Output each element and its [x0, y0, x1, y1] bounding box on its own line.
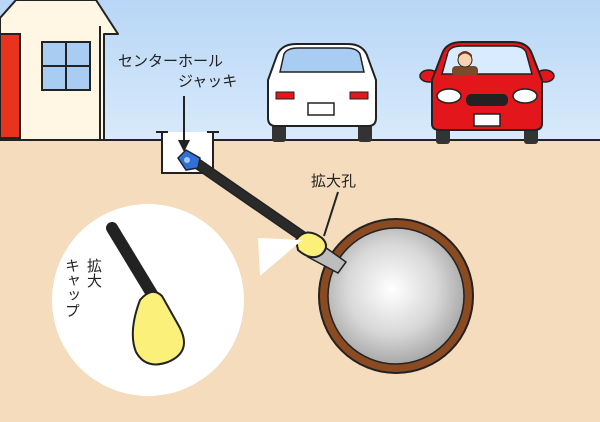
cap-label-line2: キャップ: [63, 258, 81, 318]
hole-leader-line: [323, 191, 339, 237]
driver-icon: [452, 51, 478, 76]
red-car-icon: [419, 41, 555, 144]
jack-leader-arrowhead: [178, 140, 190, 152]
white-car-plate: [307, 102, 335, 116]
house-door: [0, 33, 21, 139]
house-icon: [0, 0, 119, 141]
center-hole-jack-icon: [177, 149, 201, 171]
jack-label-line2: ジャッキ: [178, 72, 237, 90]
enlargement-cap-icon: [294, 231, 348, 274]
enlargement-hole: [318, 218, 474, 374]
hole-label: 拡大孔: [311, 172, 356, 190]
jack-rod: [186, 154, 308, 242]
enlarged-cap-detail: [106, 222, 185, 366]
jack-label-line1: センターホール: [118, 52, 223, 70]
house-window: [41, 41, 91, 91]
white-car-icon: [267, 43, 377, 142]
red-car-plate: [473, 113, 501, 127]
cap-label-line1: 拡大: [85, 258, 103, 288]
